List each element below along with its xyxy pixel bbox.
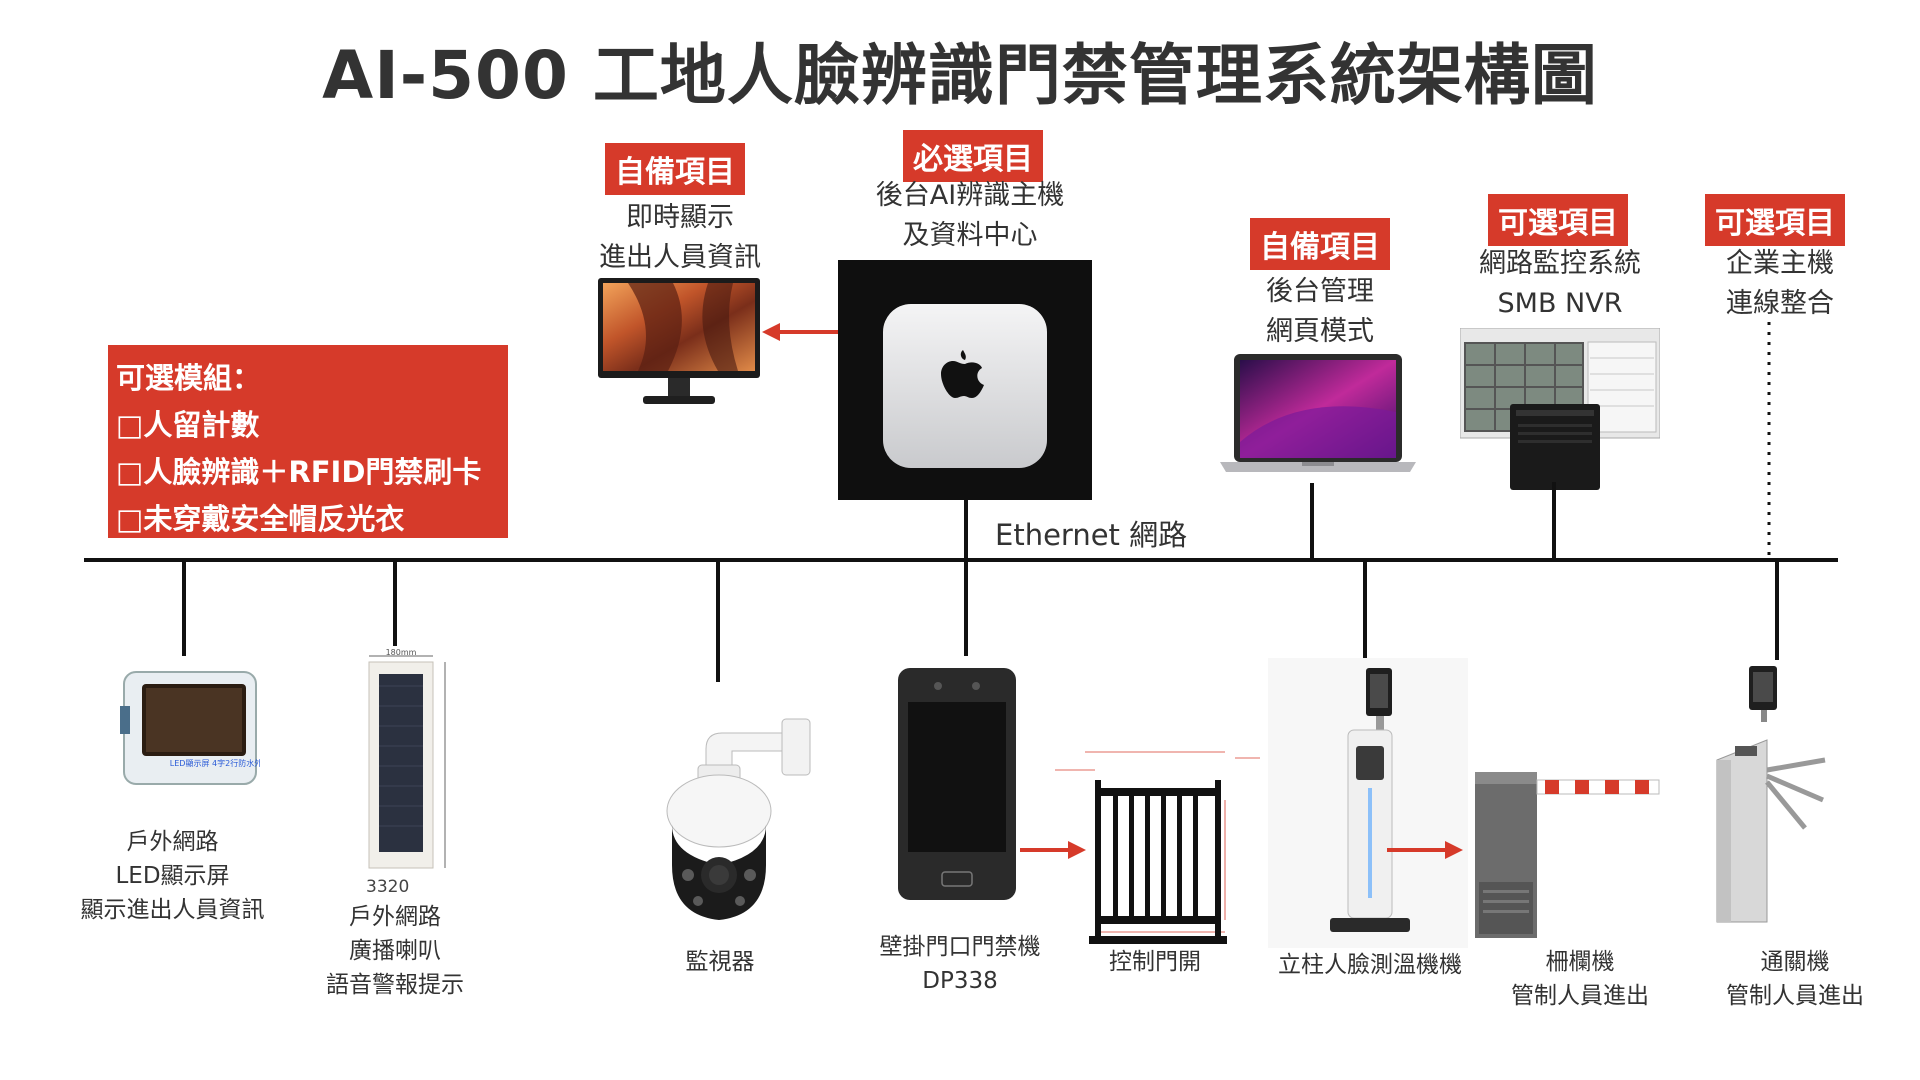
connector-web [1310, 483, 1314, 560]
panel-caption-line2: DP338 [922, 968, 998, 994]
enterprise-caption-line1: 企業主機 [1726, 248, 1834, 279]
page-title: AI-500 工地人臉辨識門禁管理系統架構圖 [322, 37, 1598, 114]
led-caption-line2: LED顯示屏 [115, 863, 230, 889]
barrier-caption-line2: 管制人員進出 [1511, 983, 1649, 1009]
turnstile-caption-line1: 通關機 [1760, 949, 1830, 975]
gate-icon [1035, 740, 1265, 954]
module-item: □未穿戴安全帽反光衣 [116, 502, 405, 536]
laptop-icon [1218, 352, 1418, 480]
display-caption-line1: 即時顯示 [626, 202, 734, 233]
led-caption-line3: 顯示進出人員資訊 [80, 897, 265, 923]
panel-caption-line1: 壁掛門口門禁機 [879, 934, 1041, 960]
speaker-caption: 戶外網路 廣播喇叭 語音警報提示 [305, 900, 485, 1002]
panel-caption: 壁掛門口門禁機 DP338 [870, 930, 1050, 998]
turnstile-icon [1705, 660, 1835, 944]
face-panel-icon [896, 666, 1018, 906]
control-arrow-gate [1020, 841, 1086, 859]
speaker-icon: 180mm [355, 646, 455, 876]
barrier-caption-line1: 柵欄機 [1545, 949, 1615, 975]
speaker-dim-top: 180mm [386, 648, 417, 657]
display-tag: 自備項目 [605, 143, 745, 195]
turnstile-caption: 通關機 管制人員進出 [1715, 945, 1875, 1013]
nvr-caption-line1: 網路監控系統 [1479, 248, 1641, 279]
network-label: Ethernet 網路 [995, 518, 1188, 552]
led-display-icon: LED顯示屏 4字2行防水外殼 [120, 670, 270, 794]
server-caption-line1: 後台AI辨識主機 [875, 180, 1065, 211]
optional-modules-box: 可選模組： □人留計數 □人臉辨識＋RFID門禁刷卡 □未穿戴安全帽反光衣 [108, 345, 508, 538]
enterprise-caption-line2: 連線整合 [1726, 288, 1834, 319]
enterprise-caption: 企業主機 連線整合 [1680, 244, 1880, 324]
web-tag: 自備項目 [1250, 218, 1390, 270]
connector-panel [964, 560, 968, 656]
led-caption-line1: 戶外網路 [126, 829, 219, 855]
gate-caption: 控制門開 [1109, 949, 1201, 975]
nvr-tag: 可選項目 [1488, 194, 1628, 246]
nvr-caption-line2: SMB NVR [1497, 288, 1623, 319]
pillar-caption: 立柱人臉測溫機機 [1278, 952, 1462, 978]
connector-server [964, 500, 968, 560]
module-item: □人臉辨識＋RFID門禁刷卡 [116, 455, 482, 489]
display-caption: 即時顯示 進出人員資訊 [570, 198, 790, 278]
enterprise-tag: 可選項目 [1705, 194, 1845, 246]
control-arrow-barrier [1387, 841, 1463, 859]
connector-led [182, 560, 186, 656]
server-tag: 必選項目 [903, 130, 1043, 182]
led-note-line1: LED顯示屏 4字2行防水外殼 [170, 758, 260, 768]
connector-turnstile [1775, 560, 1779, 660]
barrier-icon [1465, 762, 1665, 946]
pillar-thermometer-icon [1330, 668, 1410, 932]
modules-heading: 可選模組： [116, 361, 262, 395]
connector-speaker [393, 560, 397, 646]
turnstile-caption-line2: 管制人員進出 [1726, 983, 1864, 1009]
mac-mini-icon [883, 304, 1047, 468]
led-caption: 戶外網路 LED顯示屏 顯示進出人員資訊 [70, 825, 275, 927]
ethernet-bus-line [84, 558, 1838, 562]
nvr-screen-icon [1459, 327, 1661, 496]
connector-pillar [1363, 560, 1367, 670]
speaker-caption-line1: 戶外網路 [349, 904, 441, 930]
server-photo [838, 260, 1092, 500]
web-caption-line1: 後台管理 [1266, 276, 1374, 307]
barrier-caption: 柵欄機 管制人員進出 [1500, 945, 1660, 1013]
speaker-caption-line2: 廣播喇叭 [349, 938, 441, 964]
pillar-photo [1268, 658, 1468, 948]
web-caption-line2: 網頁模式 [1266, 316, 1374, 347]
speaker-model: 3320 [366, 877, 410, 897]
nvr-caption: 網路監控系統 SMB NVR [1450, 244, 1670, 324]
server-caption: 後台AI辨識主機 及資料中心 [850, 176, 1090, 256]
module-item: □人留計數 [116, 408, 260, 442]
data-flow-arrow-monitor [762, 323, 838, 341]
camera-caption: 監視器 [685, 949, 755, 975]
connector-enterprise-dotted [1767, 322, 1771, 558]
connector-nvr [1552, 482, 1556, 560]
web-caption: 後台管理 網頁模式 [1210, 272, 1430, 352]
connector-camera [716, 560, 720, 682]
display-caption-line2: 進出人員資訊 [599, 242, 761, 273]
monitor-icon [598, 278, 760, 416]
ptz-camera-icon [662, 715, 822, 929]
speaker-caption-line3: 語音警報提示 [326, 972, 464, 998]
server-caption-line2: 及資料中心 [902, 220, 1038, 251]
